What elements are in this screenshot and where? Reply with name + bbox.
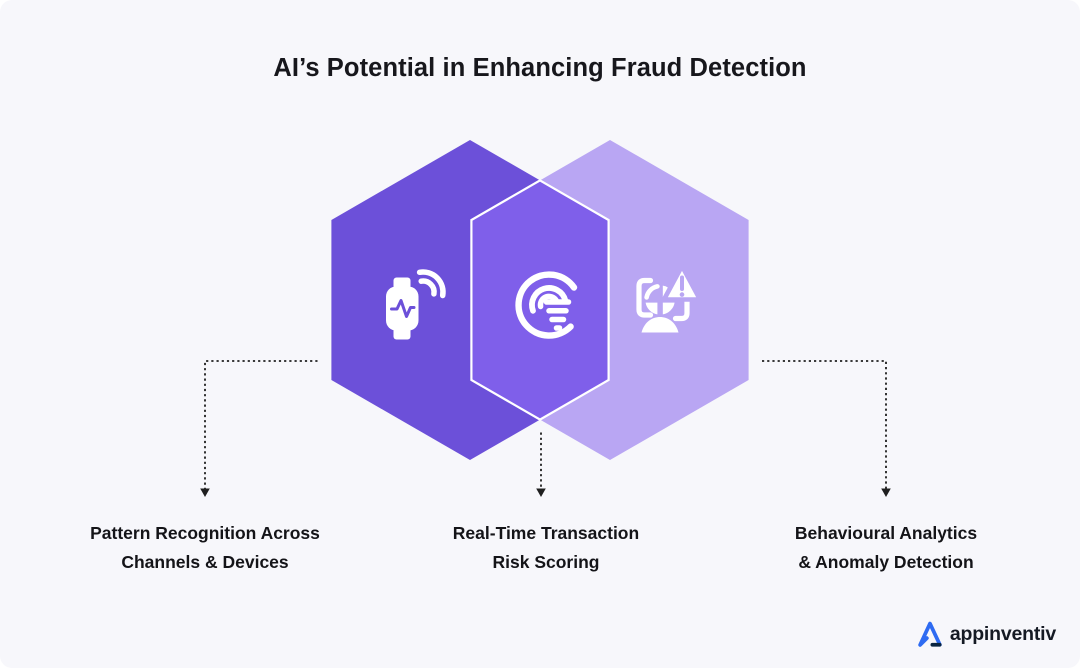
brand-logo: appinventiv xyxy=(916,621,1056,648)
caption-line: Behavioural Analytics xyxy=(794,523,978,543)
caption-line: Pattern Recognition Across xyxy=(90,523,320,543)
arrow-down-icon xyxy=(881,488,891,497)
radar-scan-icon xyxy=(515,271,578,339)
connector-right xyxy=(762,360,891,497)
appinventiv-triangle-icon xyxy=(918,621,942,647)
connector-left xyxy=(200,360,318,497)
pulse-line xyxy=(390,299,416,318)
page-title: AI’s Potential in Enhancing Fraud Detect… xyxy=(273,54,807,82)
caption-risk-scoring: Real-Time Transaction Risk Scoring xyxy=(386,519,706,577)
caption-pattern-recognition: Pattern Recognition Across Channels & De… xyxy=(45,519,365,577)
caption-behavioural-analytics: Behavioural Analytics & Anomaly Detectio… xyxy=(726,519,1046,577)
arrow-down-icon xyxy=(200,488,210,497)
brand-logo-text: appinventiv xyxy=(949,623,1056,645)
smartwatch-signal-icon xyxy=(386,269,446,340)
caption-line: Real-Time Transaction xyxy=(452,523,640,543)
face-scan-alert-icon xyxy=(636,263,703,333)
caption-line: Risk Scoring xyxy=(492,552,600,572)
hexagon-cluster xyxy=(331,140,749,460)
caption-line: Channels & Devices xyxy=(121,552,289,572)
arrow-down-icon xyxy=(536,488,546,497)
caption-line: & Anomaly Detection xyxy=(798,552,974,572)
connector-middle xyxy=(536,432,546,497)
